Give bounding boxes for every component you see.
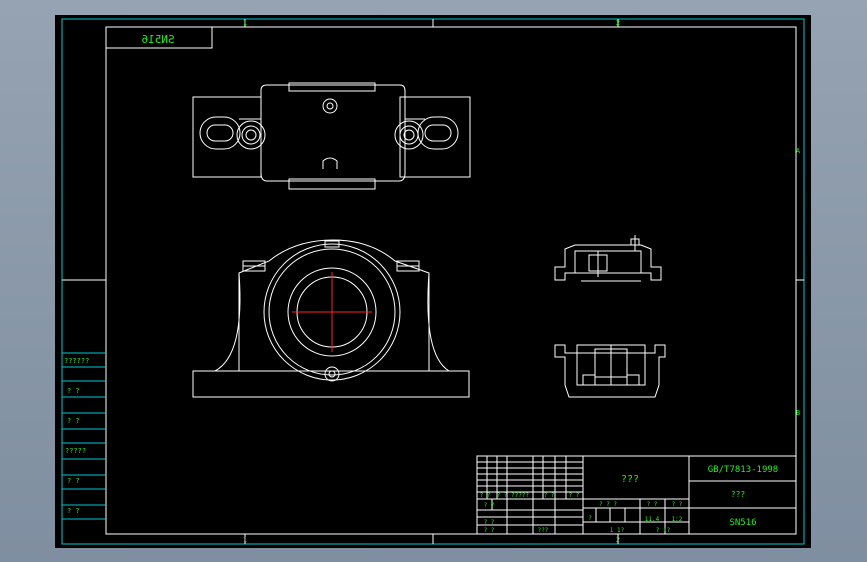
left-label: ?????? bbox=[64, 357, 89, 365]
tb-label: ? ? bbox=[647, 501, 658, 508]
tb-standard: GB/T7813-1998 bbox=[708, 465, 778, 475]
drawing-sheet[interactable]: 1 2 1 2 A B SN516 ?????? ? ? ? ? ????? ?… bbox=[55, 15, 811, 548]
left-label: ? ? bbox=[67, 417, 80, 425]
tb-label: ? bbox=[588, 515, 592, 522]
left-label: ? ? bbox=[67, 477, 80, 485]
mirrored-title-box bbox=[105, 26, 213, 49]
tb-part: SN516 bbox=[729, 518, 756, 528]
left-label: ????? bbox=[65, 447, 86, 455]
zone-label-top-2: 2 bbox=[616, 19, 620, 27]
mirrored-title: SN516 bbox=[141, 33, 174, 46]
front-view bbox=[192, 239, 470, 398]
section-view-top bbox=[554, 235, 662, 282]
zone-label-top-1: 1 bbox=[243, 19, 247, 27]
tb-label: ? ? bbox=[497, 492, 508, 499]
tb-material: ??? bbox=[731, 490, 746, 499]
tb-page: 1 1? bbox=[610, 527, 625, 534]
left-label-column bbox=[62, 352, 106, 520]
tb-label: ? ? bbox=[484, 527, 495, 534]
top-view bbox=[192, 82, 471, 190]
title-block bbox=[476, 455, 797, 535]
tb-label: ??? bbox=[538, 527, 549, 534]
drawing-canvas: 1 2 1 2 A B SN516 ?????? ? ? ? ? ????? ?… bbox=[61, 18, 805, 545]
tb-label: ????? bbox=[511, 492, 529, 499]
tb-title: ??? bbox=[621, 474, 639, 485]
zone-label-right-b: B bbox=[796, 409, 800, 417]
tb-page: ? 1? bbox=[656, 527, 671, 534]
tb-label: ? ? bbox=[484, 502, 495, 509]
tb-label: ? ? ? bbox=[599, 501, 617, 508]
tb-label: ? ? bbox=[480, 492, 491, 499]
zone-label-right-a: A bbox=[796, 147, 801, 155]
zone-label-bottom-1: 1 bbox=[243, 536, 247, 544]
left-label: ? ? bbox=[67, 387, 80, 395]
tb-label: ? ? bbox=[569, 492, 580, 499]
tb-label: ? ? bbox=[672, 501, 683, 508]
tb-weight: 11.4 bbox=[645, 516, 660, 523]
left-label: ? ? bbox=[67, 507, 80, 515]
zone-label-bottom-2: 2 bbox=[616, 536, 620, 544]
tb-label: ? ? bbox=[544, 492, 555, 499]
section-view-bottom bbox=[554, 344, 666, 398]
center-lines bbox=[292, 272, 372, 352]
tb-sheet: 1:2 bbox=[672, 516, 683, 523]
tb-label: ? ? bbox=[484, 519, 495, 526]
outer-frame bbox=[61, 18, 805, 545]
inner-frame bbox=[105, 26, 797, 535]
